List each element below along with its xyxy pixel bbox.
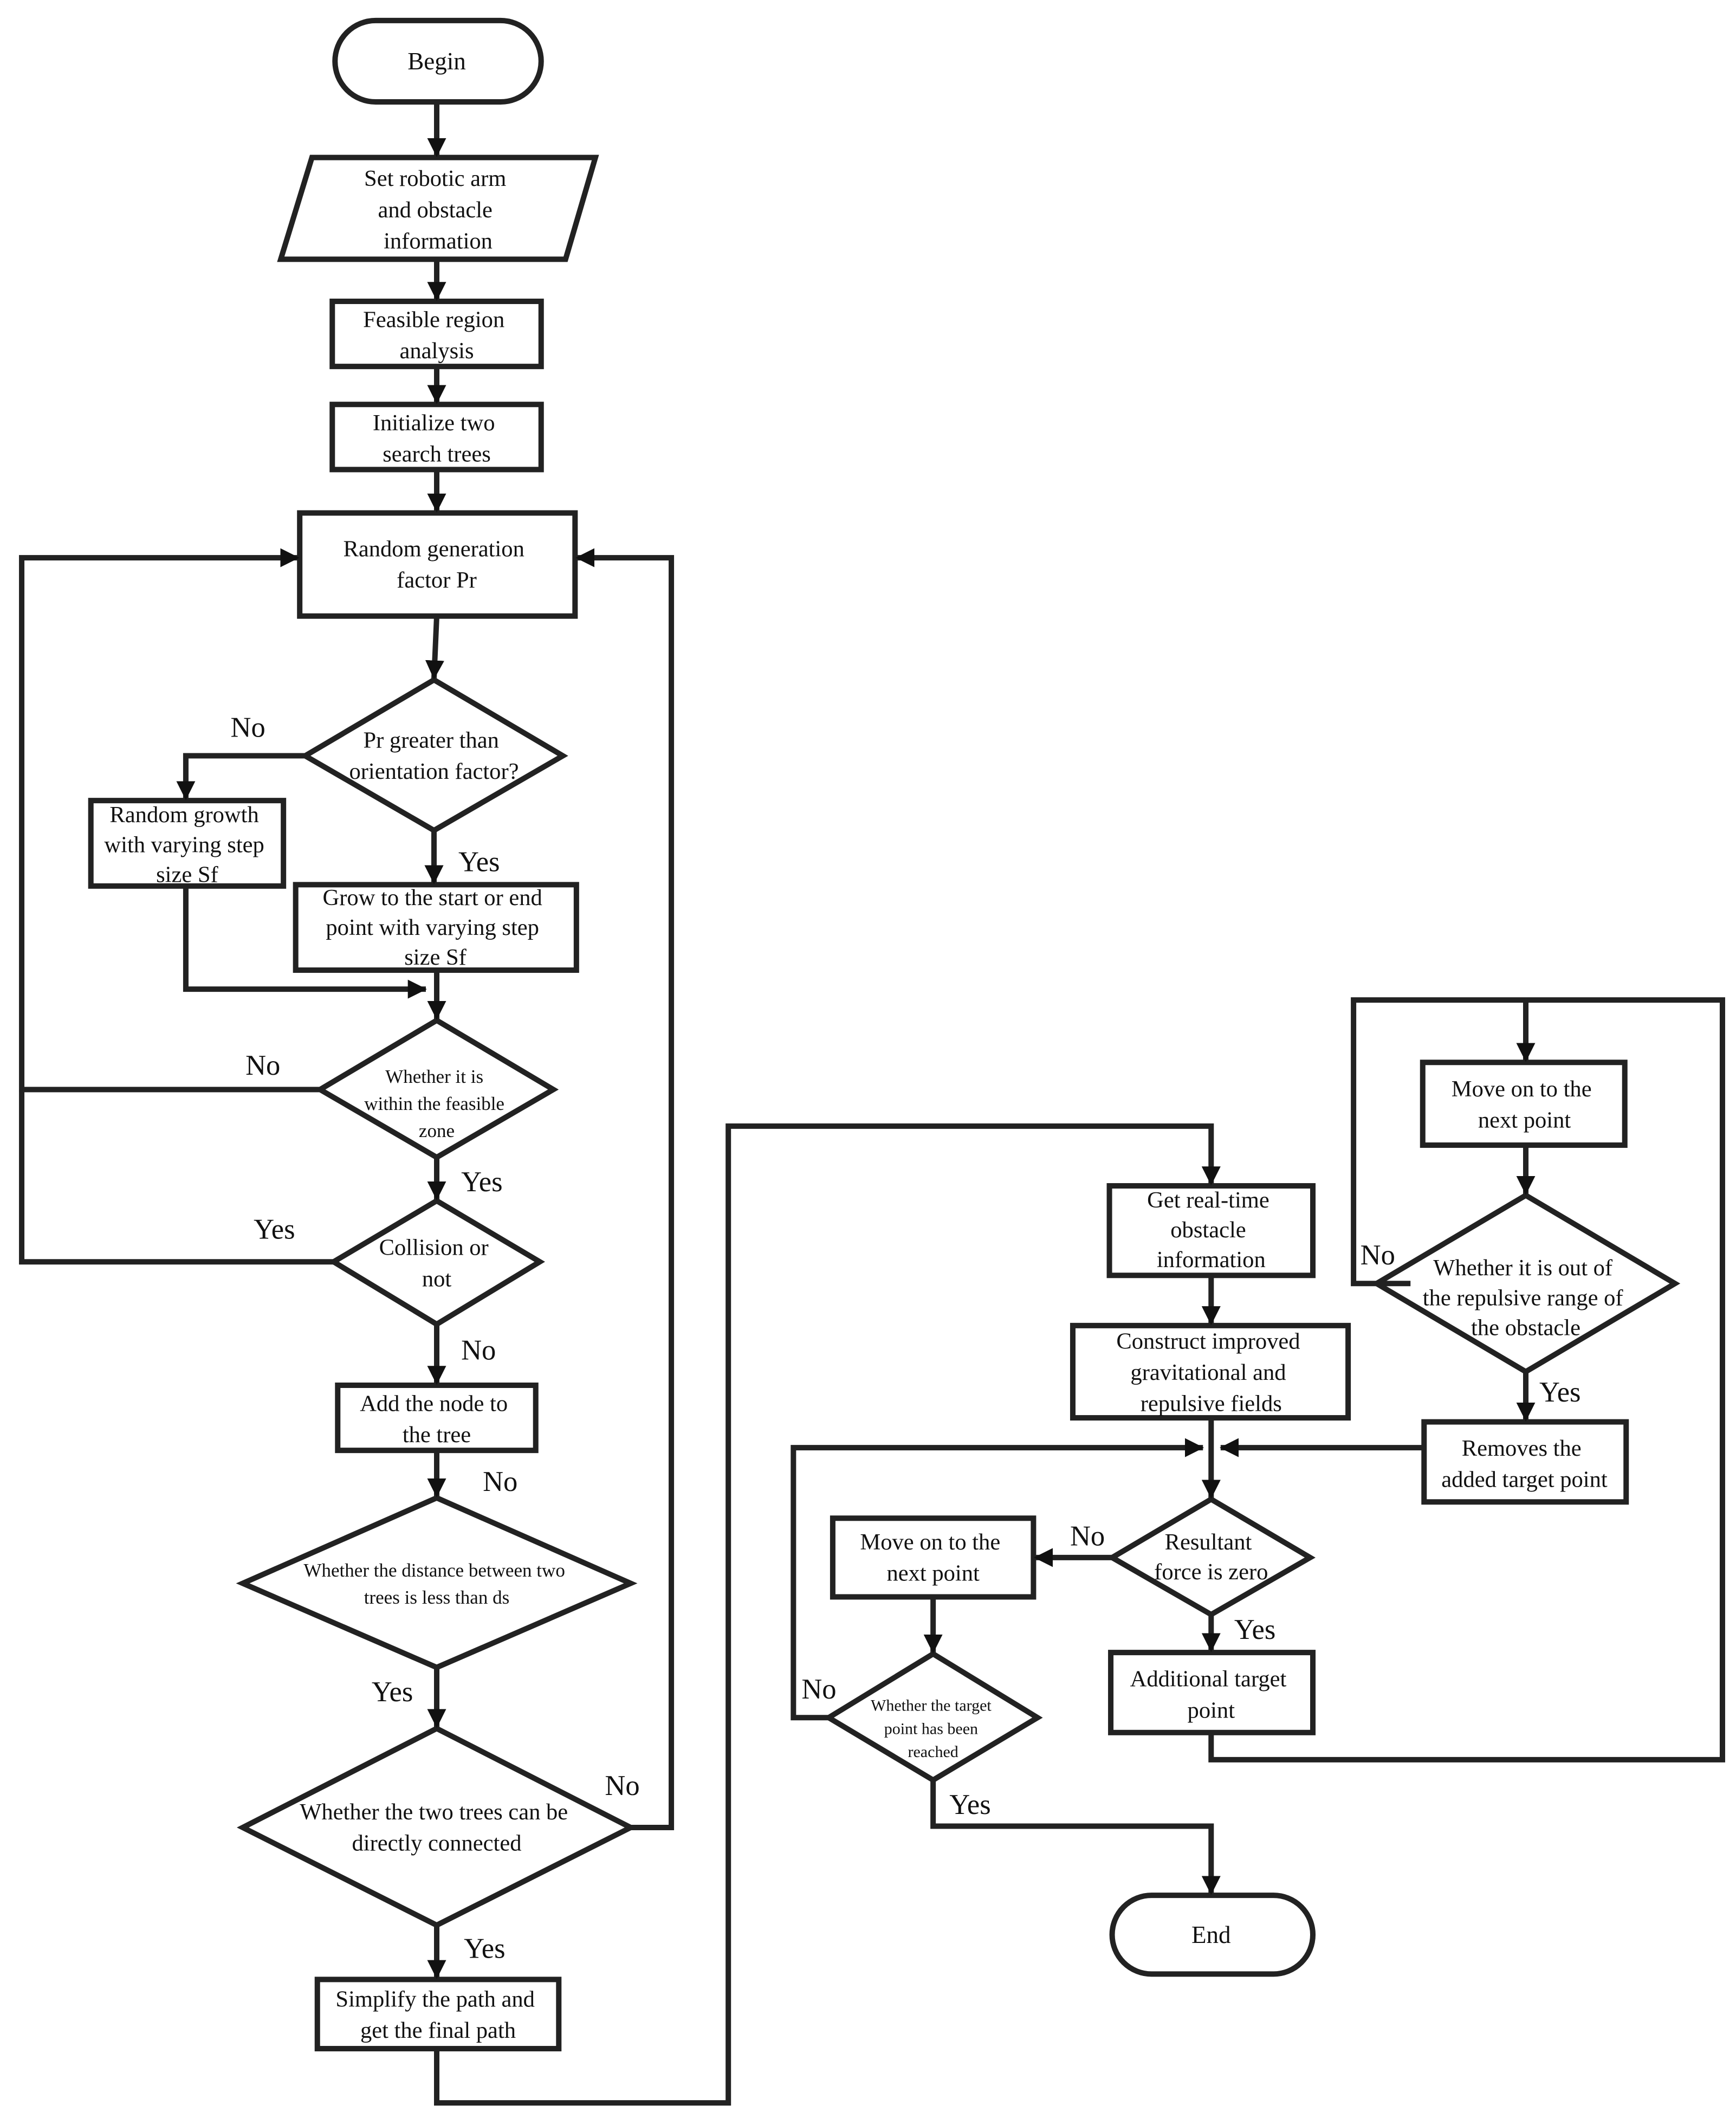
resultant-label: Resultant force is zero (1154, 1529, 1268, 1585)
simplify-label: Simplify the path and get the final path (335, 1986, 540, 2043)
end-label: End (1191, 1921, 1231, 1948)
arrow-target-yes-to-end (930, 1780, 1221, 1895)
additional-label: Additional target point (1130, 1667, 1292, 1723)
add-node-label: Add the node to the tree (360, 1391, 514, 1448)
distance-decision (236, 1495, 638, 1671)
out-of-range-decision (1371, 1192, 1681, 1375)
collision-decision (328, 1197, 545, 1328)
arrow-target-no-loop (791, 1438, 1204, 1721)
set-info-label: Set robotic arm and obstacle information (364, 166, 512, 254)
arrow-range-no-loop (1351, 997, 1526, 1287)
add-node-box (335, 1382, 539, 1454)
branch-label-pr-yes: Yes (458, 846, 500, 877)
end-terminal (1109, 1893, 1316, 1977)
arrow-pr-no-to-random-growth (176, 753, 306, 800)
random-growth-label: Random growth with varying step size Sf (104, 802, 270, 887)
arrow-collision-yes-loop (19, 1089, 334, 1265)
random-growth-box (88, 798, 287, 889)
connected-decision (236, 1725, 637, 1928)
init-trees-box (329, 402, 544, 473)
random-gen-label: Random generation factor Pr (343, 537, 530, 593)
branch-label-resultant-no: No (1070, 1520, 1105, 1552)
pr-label: Pr greater than orientation factor? (349, 728, 519, 785)
arrow-additional-loop (1208, 997, 1725, 1762)
removes-box (1421, 1419, 1629, 1505)
random-gen-box (297, 510, 578, 619)
branch-label-target-yes: Yes (949, 1789, 990, 1820)
arrow-simplify-to-realtime (434, 1123, 1221, 2106)
init-trees-label: Initialize two search trees (373, 410, 501, 467)
out-of-range-label: Whether it is out of the repulsive range… (1423, 1255, 1629, 1340)
arrow-zone-no-loop (19, 548, 320, 1093)
collision-label: Collision or not (379, 1235, 495, 1292)
construct-box (1070, 1322, 1351, 1421)
branch-label-zone-no: No (245, 1050, 280, 1081)
realtime-label: Get real-time obstacle information (1147, 1187, 1275, 1273)
feasible-label: Feasible region analysis (363, 307, 510, 364)
target-reached-label: Whether the target point has been reache… (871, 1697, 995, 1761)
branch-label-zone-yes: Yes (461, 1166, 502, 1198)
branch-label-collision-yes: Yes (254, 1214, 295, 1245)
move-left-box (830, 1515, 1037, 1600)
removes-label: Removes the added target point (1441, 1436, 1608, 1493)
branch-label-collision-no: No (461, 1334, 496, 1366)
distance-label: Whether the distance between two trees i… (303, 1560, 569, 1608)
branch-label-range-yes: Yes (1539, 1377, 1580, 1408)
branch-label-connected-no: No (605, 1770, 639, 1801)
branch-label-resultant-yes: Yes (1234, 1614, 1275, 1645)
branch-label-target-no: No (801, 1674, 836, 1705)
move-right-label: Move on to the next point (1452, 1076, 1597, 1133)
set-info-parallelogram (277, 154, 599, 262)
pr-decision (300, 676, 568, 834)
branch-label-pr-no: No (231, 712, 265, 744)
branch-label-distance-yes: Yes (372, 1676, 413, 1708)
branch-label-connected-yes: Yes (464, 1933, 505, 1964)
construct-label: Construct improved gravitational and rep… (1116, 1328, 1306, 1416)
begin-label: Begin (407, 48, 466, 75)
grow-start-end-label: Grow to the start or end point with vary… (323, 885, 548, 970)
branch-label-range-no: No (1361, 1239, 1395, 1271)
arrow-connected-no-loop (575, 548, 675, 1831)
within-zone-label: Whether it is within the feasible zone (364, 1066, 509, 1141)
branch-label-add-no: No (483, 1466, 517, 1497)
target-reached-decision (823, 1650, 1043, 1784)
arrow-random-gen-to-pr (425, 616, 444, 680)
move-left-label: Move on to the next point (860, 1529, 1006, 1586)
resultant-decision (1106, 1496, 1316, 1618)
connected-label: Whether the two trees can be directly co… (300, 1799, 574, 1856)
arrow-random-growth-merge (183, 886, 427, 999)
